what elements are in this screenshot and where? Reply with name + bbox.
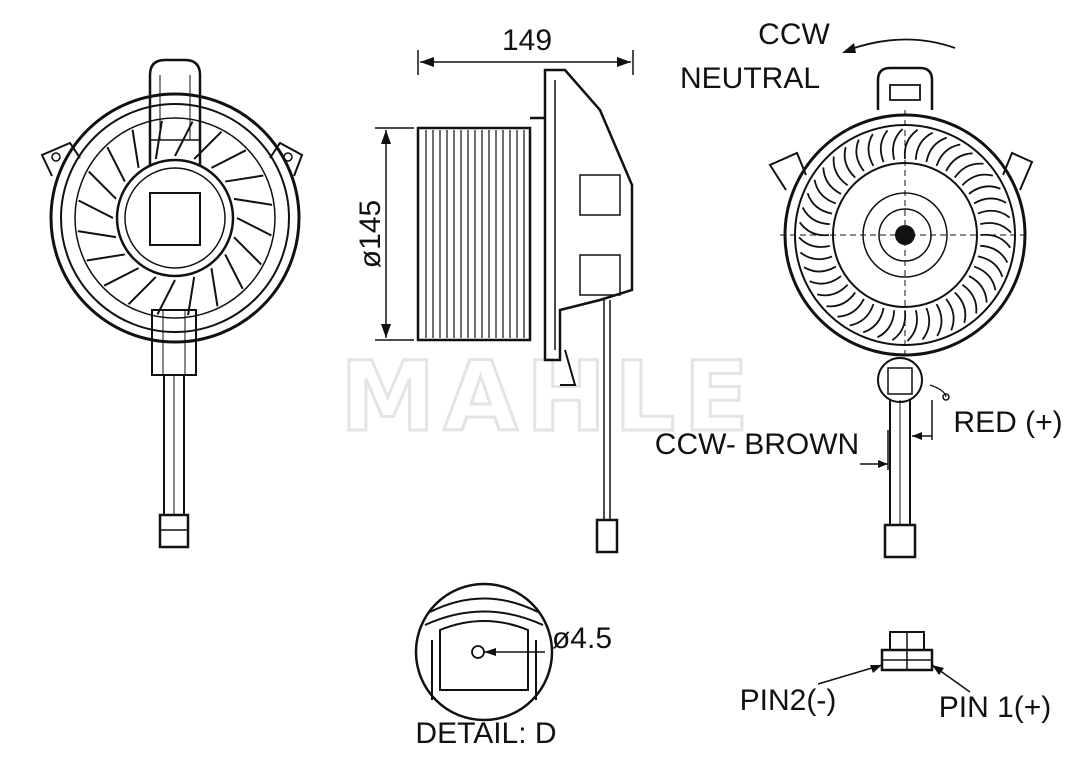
rotation-direction: CCW: [758, 18, 830, 51]
detail-d-view: ø4.5 DETAIL: D: [414, 582, 612, 750]
diameter-dimension: ø145: [354, 200, 387, 268]
rear-view: CCW NEUTRAL RED (+) CCW- BR: [655, 18, 1063, 559]
front-view: [40, 58, 304, 549]
pin1-label: PIN 1(+): [939, 691, 1052, 724]
connector-view: PIN2(-) PIN 1(+): [740, 631, 1052, 724]
red-wire-label: RED (+): [953, 406, 1062, 439]
side-view: 149 ø145: [354, 24, 634, 554]
brown-wire-label: CCW- BROWN: [655, 428, 859, 461]
hole-dimension: ø4.5: [552, 622, 612, 655]
pin2-label: PIN2(-): [740, 684, 837, 717]
rotation-state: NEUTRAL: [680, 62, 820, 95]
detail-label: DETAIL: D: [415, 717, 556, 750]
width-dimension: 149: [502, 24, 552, 57]
